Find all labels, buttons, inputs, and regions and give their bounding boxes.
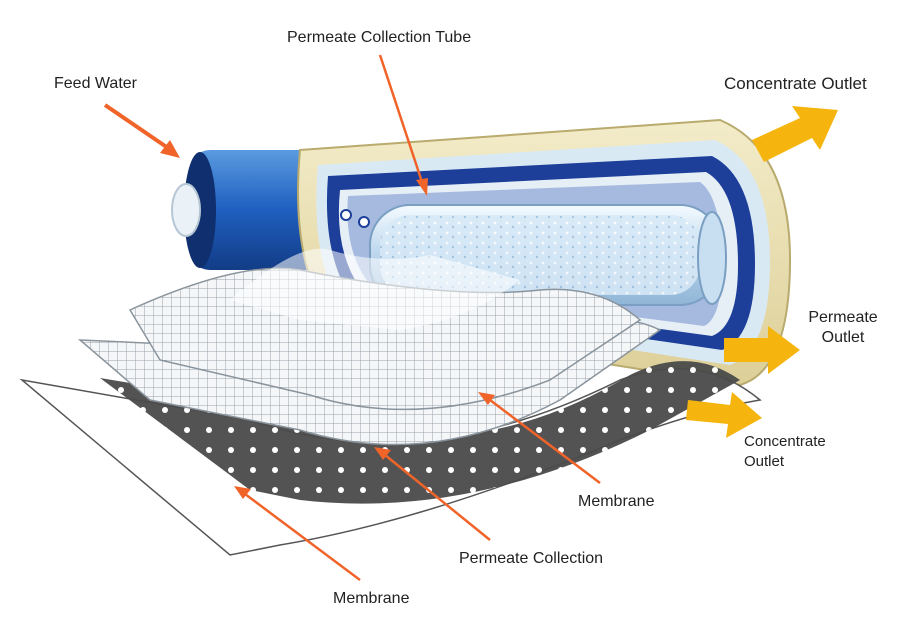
- concentrate-outlet-arrow-top: [752, 106, 838, 162]
- label-membrane-upper: Membrane: [578, 493, 655, 510]
- pointer-arrows: [103, 54, 601, 582]
- membrane-mesh-layers: [77, 248, 662, 446]
- label-membrane-lower: Membrane: [333, 590, 410, 607]
- concentrate-outlet-arrow-bottom: [686, 392, 762, 438]
- label-permeate-outlet-line1: Permeate: [808, 309, 878, 326]
- outlet-arrows: [686, 106, 838, 438]
- label-concentrate-outlet-bottom-line1: Concentrate: [744, 433, 826, 450]
- label-permeate-outlet: Permeate Outlet: [798, 308, 888, 348]
- feed-water-arrow-head: [160, 140, 180, 158]
- label-concentrate-outlet-top: Concentrate Outlet: [724, 74, 867, 93]
- label-permeate-collection-tube: Permeate Collection Tube: [287, 29, 472, 46]
- label-concentrate-outlet-bottom: Concentrate Outlet: [744, 432, 844, 472]
- label-permeate-collection: Permeate Collection: [459, 550, 604, 567]
- label-permeate-outlet-line2: Outlet: [821, 329, 865, 346]
- label-concentrate-outlet-bottom-line2: Outlet: [744, 453, 785, 470]
- label-feed-water: Feed Water: [54, 75, 137, 92]
- permeate-outlet-arrow: [724, 326, 800, 374]
